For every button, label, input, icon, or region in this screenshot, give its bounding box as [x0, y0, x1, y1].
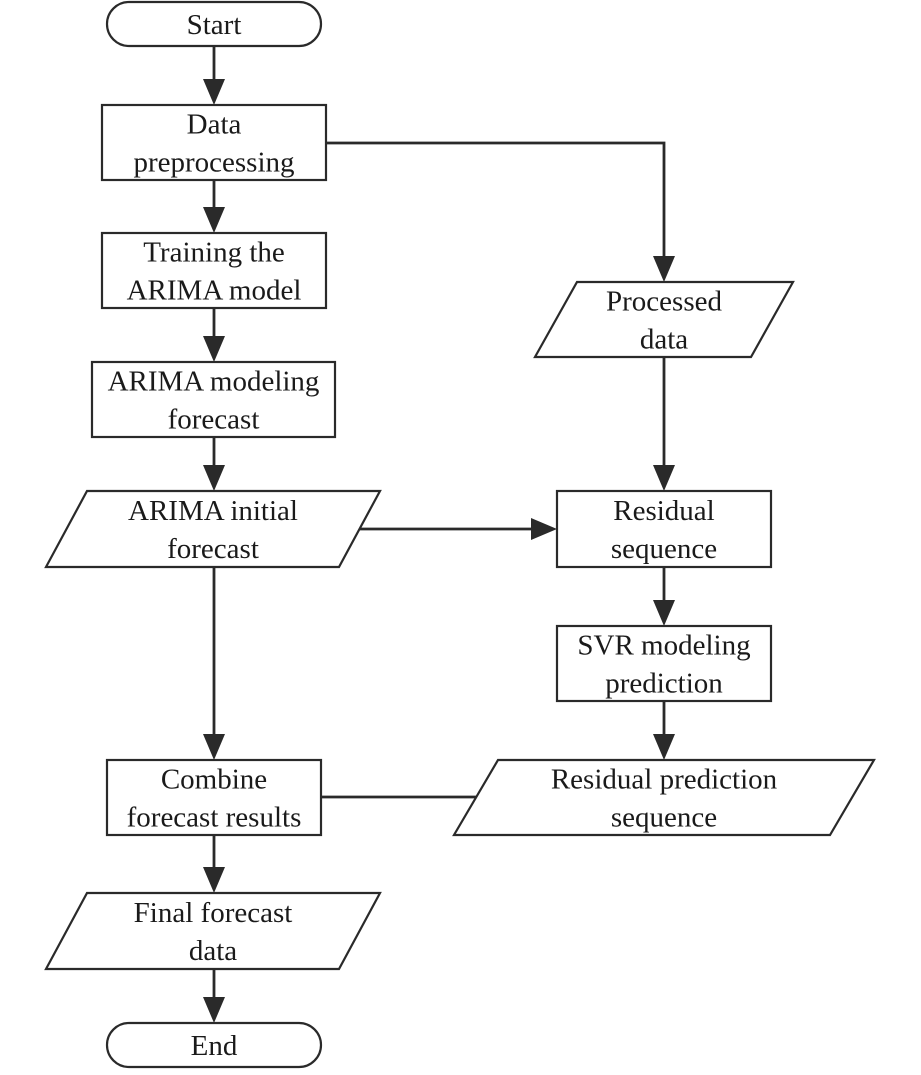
node-label-line: Combine — [161, 764, 267, 796]
arrowhead-icon — [531, 518, 557, 540]
node-final: Final forecast data — [44, 891, 382, 971]
node-label-line: SVR modeling — [577, 630, 750, 662]
terminator-shape — [105, 1021, 323, 1069]
node-label-line: Residual prediction — [551, 764, 778, 796]
edge-processed-to-residual — [653, 357, 675, 491]
node-label-line: preprocessing — [133, 147, 294, 179]
arrowhead-icon — [203, 997, 225, 1023]
arrowhead-icon — [653, 734, 675, 760]
arrowhead-icon — [203, 465, 225, 491]
connector-line — [326, 141, 666, 268]
edge-combine-to-final — [203, 835, 225, 893]
process-box — [100, 103, 328, 182]
node-label-line: data — [189, 935, 237, 967]
data-parallelogram — [533, 280, 795, 359]
node-svr: SVR modeling prediction — [555, 624, 773, 703]
edge-arima-forecast-to-arima-initial — [203, 437, 225, 491]
edge-start-to-preprocess — [203, 46, 225, 105]
edge-preprocess-to-train — [203, 180, 225, 233]
node-combine: Combine forecast results — [105, 758, 323, 837]
node-label-line: ARIMA model — [127, 275, 302, 307]
node-processed: Processed data — [533, 280, 795, 359]
arrowhead-icon — [203, 207, 225, 233]
node-residual: Residual sequence — [555, 489, 773, 569]
process-box — [555, 624, 773, 703]
arrowhead-icon — [653, 600, 675, 626]
process-box — [105, 758, 323, 837]
node-label-line: Final forecast — [134, 897, 293, 929]
node-label-line: Residual — [613, 495, 715, 527]
node-label-line: forecast — [168, 404, 260, 436]
arrowhead-icon — [203, 336, 225, 362]
process-box — [90, 360, 337, 439]
node-label-line: Start — [187, 9, 242, 41]
data-parallelogram — [44, 489, 382, 569]
process-box — [100, 231, 328, 310]
connectors — [203, 46, 675, 1023]
node-label-line: data — [640, 324, 688, 356]
edge-residual-to-svr — [653, 567, 675, 626]
node-arima-forecast: ARIMA modeling forecast — [90, 360, 337, 439]
edge-arima-initial-to-combine — [203, 567, 225, 760]
node-arima-initial: ARIMA initial forecast — [44, 489, 382, 569]
terminator-shape — [105, 0, 323, 48]
edge-preprocess-to-processed — [326, 141, 675, 282]
edge-train-to-arima-forecast — [203, 308, 225, 362]
node-start: Start — [105, 0, 323, 48]
node-label-line: sequence — [611, 802, 717, 834]
node-label-line: ARIMA modeling — [108, 366, 320, 398]
node-label-line: prediction — [605, 668, 723, 700]
node-end: End — [105, 1021, 323, 1069]
arrowhead-icon — [203, 867, 225, 893]
data-parallelogram — [452, 758, 876, 837]
edge-arima-initial-to-residual — [360, 518, 557, 540]
arrowhead-icon — [653, 465, 675, 491]
node-label-line: Processed — [606, 286, 722, 318]
node-label-line: Data — [187, 109, 242, 141]
node-residual-pred: Residual prediction sequence — [452, 758, 876, 837]
edge-svr-to-residual-pred — [653, 701, 675, 760]
arrowhead-icon — [203, 734, 225, 760]
process-box — [555, 489, 773, 569]
node-label-line: forecast results — [127, 802, 302, 834]
node-preprocess: Data preprocessing — [100, 103, 328, 182]
node-label-line: Training the — [143, 237, 285, 269]
arrowhead-icon — [203, 79, 225, 105]
node-label-line: End — [191, 1030, 238, 1062]
node-label-line: ARIMA initial — [128, 495, 298, 527]
edge-final-to-end — [203, 969, 225, 1023]
data-parallelogram — [44, 891, 382, 971]
node-label-line: sequence — [611, 533, 717, 565]
arrowhead-icon — [653, 256, 675, 282]
node-label-line: forecast — [167, 533, 259, 565]
